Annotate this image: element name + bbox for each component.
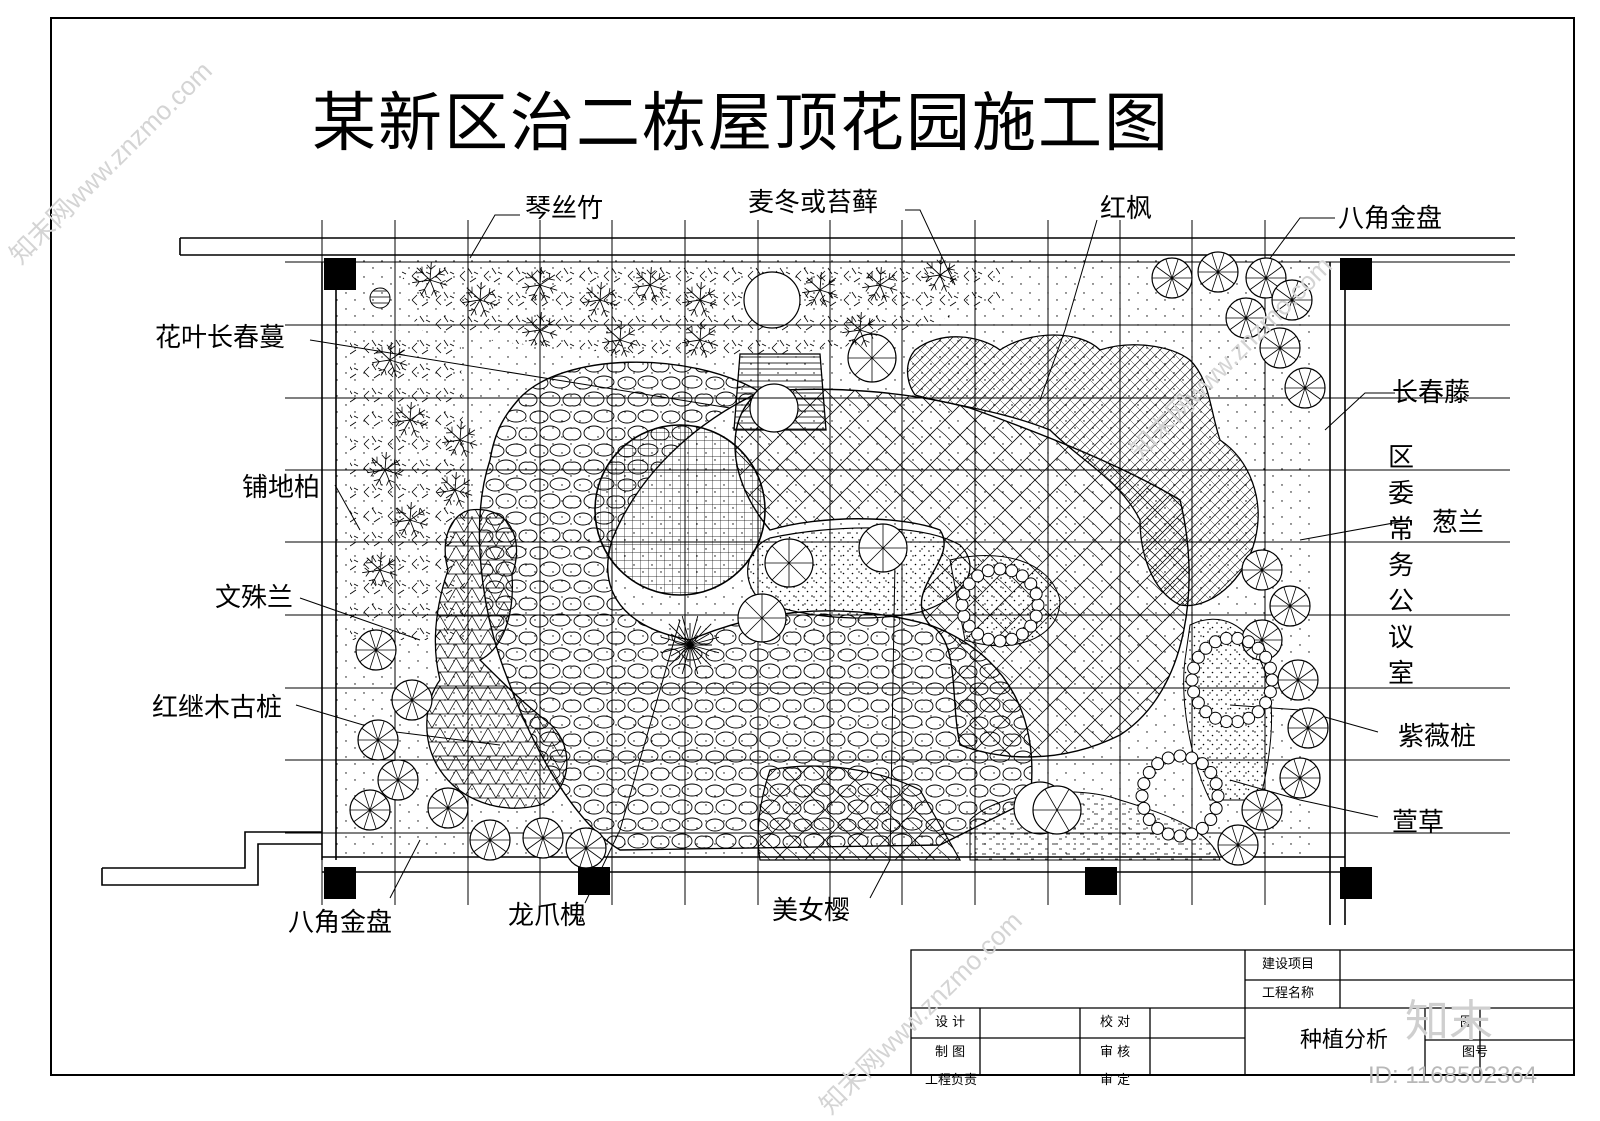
tree-symbol xyxy=(470,820,510,860)
tree-symbol xyxy=(1288,708,1328,748)
label-wenshulan: 文殊兰 xyxy=(215,585,293,611)
tb-project-name: 工程名称 xyxy=(1262,987,1314,1000)
tb-engineer: 工程负责 xyxy=(925,1074,977,1087)
label-huaye: 花叶长春蔓 xyxy=(155,325,285,351)
tree-symbol xyxy=(358,720,398,760)
watermark-brand: 知末 xyxy=(1405,985,1493,1049)
tree-symbol xyxy=(1198,252,1238,292)
label-ziwei: 紫薇桩 xyxy=(1398,724,1476,750)
room-char: 室 xyxy=(1386,656,1416,692)
tree-symbol xyxy=(1242,790,1282,830)
tree-symbol xyxy=(392,680,432,720)
small-hatched-circle xyxy=(370,288,390,308)
watermark-id: ID: 1168502364 xyxy=(1368,1062,1537,1090)
tree-symbol xyxy=(1285,368,1325,408)
bench-circle xyxy=(750,384,798,432)
room-char: 公 xyxy=(1386,584,1416,620)
room-char: 委 xyxy=(1386,476,1416,512)
room-char: 区 xyxy=(1386,440,1416,476)
tree-symbol xyxy=(350,790,390,830)
label-longzhuahuai: 龙爪槐 xyxy=(508,903,586,929)
star-plant xyxy=(661,616,719,674)
label-bajiao-top: 八角金盘 xyxy=(1338,206,1442,232)
tree-symbol xyxy=(1033,786,1081,834)
label-xuancao: 萱草 xyxy=(1392,810,1444,836)
label-changchunteng: 长春藤 xyxy=(1392,380,1470,406)
label-conglan: 葱兰 xyxy=(1432,510,1484,536)
tb-approve: 审 定 xyxy=(1100,1074,1130,1087)
room-char: 议 xyxy=(1386,620,1416,656)
tb-review: 审 核 xyxy=(1100,1046,1130,1059)
tb-construction-project: 建设项目 xyxy=(1262,958,1314,971)
tb-check: 校 对 xyxy=(1100,1016,1130,1029)
tree-symbol xyxy=(765,539,813,587)
tb-design: 设 计 xyxy=(935,1016,965,1029)
label-hongjimu: 红继木古桩 xyxy=(152,695,282,721)
tree-symbol xyxy=(378,760,418,800)
room-label: 区 委 常 务 公 议 室 xyxy=(1386,440,1416,692)
tree-symbol xyxy=(1218,825,1258,865)
room-char: 常 xyxy=(1386,512,1416,548)
tree-symbol xyxy=(1278,660,1318,700)
tb-drawing: 制 图 xyxy=(935,1046,965,1059)
label-hongfeng: 红枫 xyxy=(1100,196,1152,222)
tree-symbol xyxy=(1242,550,1282,590)
tree-symbol xyxy=(859,524,907,572)
tree-symbol xyxy=(428,788,468,828)
tree-symbol xyxy=(1270,586,1310,626)
label-qinsizhu: 琴丝竹 xyxy=(525,196,603,222)
tree-symbol xyxy=(738,594,786,642)
label-meinvying: 美女樱 xyxy=(772,898,850,924)
label-bajiao-bottom: 八角金盘 xyxy=(288,910,392,936)
fern-zone-left xyxy=(350,330,470,640)
plain-circle-top xyxy=(744,272,800,328)
page-title: 某新区治二栋屋顶花园施工图 xyxy=(312,92,1170,156)
tree-symbol xyxy=(566,828,606,868)
label-pudibai: 铺地柏 xyxy=(242,475,320,501)
tree-symbol xyxy=(523,818,563,858)
tb-drawing-name: 种植分析 xyxy=(1300,1030,1388,1052)
label-maidong: 麦冬或苔藓 xyxy=(748,190,878,216)
tree-symbol xyxy=(1280,758,1320,798)
grid-circle xyxy=(595,425,765,595)
tree-symbol xyxy=(1152,258,1192,298)
room-char: 务 xyxy=(1386,548,1416,584)
tree-symbol xyxy=(356,630,396,670)
